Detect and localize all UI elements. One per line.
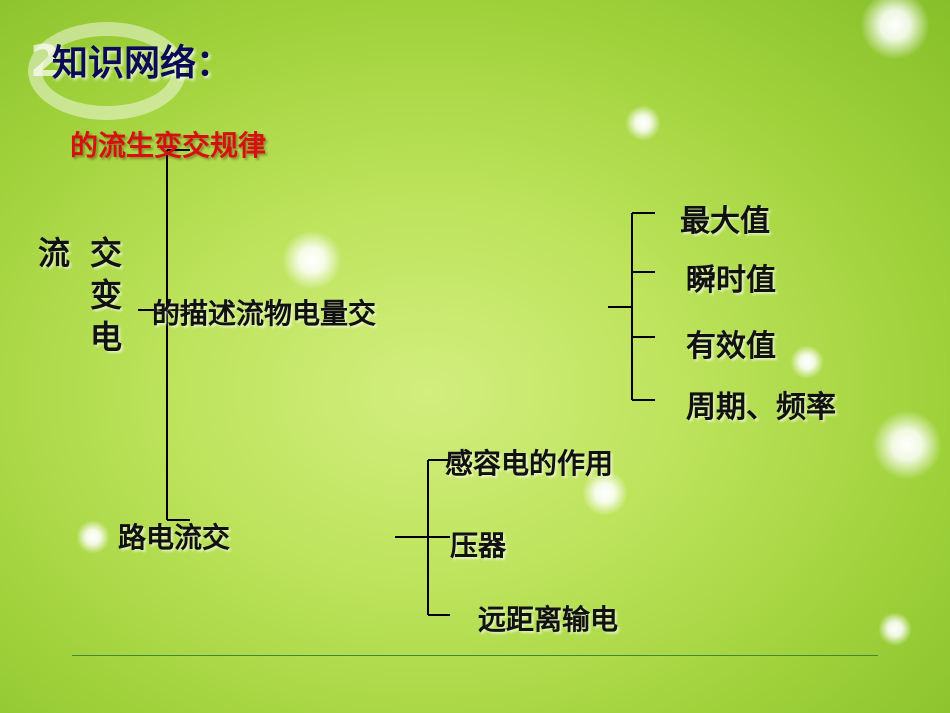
leaf-instantaneous-value: 瞬时值 [686, 263, 776, 298]
leaf-inductance-capacitance: 感容电的作用 [445, 447, 614, 480]
logo-mark: 2 [30, 36, 61, 87]
page-title: 知识网络： [52, 43, 233, 84]
light-orb [282, 230, 342, 290]
branch-physical-quantities: 的描述流物电量交 [152, 297, 377, 330]
leaf-effective-value: 有效值 [686, 329, 776, 364]
root-char-4: 电 [90, 318, 123, 356]
light-orb [860, 0, 930, 60]
light-orb [582, 470, 628, 516]
light-orb [625, 105, 661, 141]
light-orb [76, 520, 110, 554]
branch-generation-law: 的流生变交规律 [70, 129, 267, 162]
light-orb [878, 612, 912, 646]
light-orb [872, 410, 942, 480]
footer-divider [72, 655, 878, 656]
root-char-3: 变 [90, 276, 123, 314]
leaf-long-distance-transmission: 远距离输电 [478, 603, 619, 636]
branch-ac-circuit: 路电流交 [118, 521, 231, 554]
root-char-1: 流 [38, 234, 71, 272]
root-char-2: 交 [90, 234, 123, 272]
light-orb [790, 345, 824, 379]
leaf-period-frequency: 周期、频率 [686, 390, 836, 425]
leaf-transformer: 压器 [450, 529, 507, 562]
leaf-max-value: 最大值 [680, 204, 770, 239]
